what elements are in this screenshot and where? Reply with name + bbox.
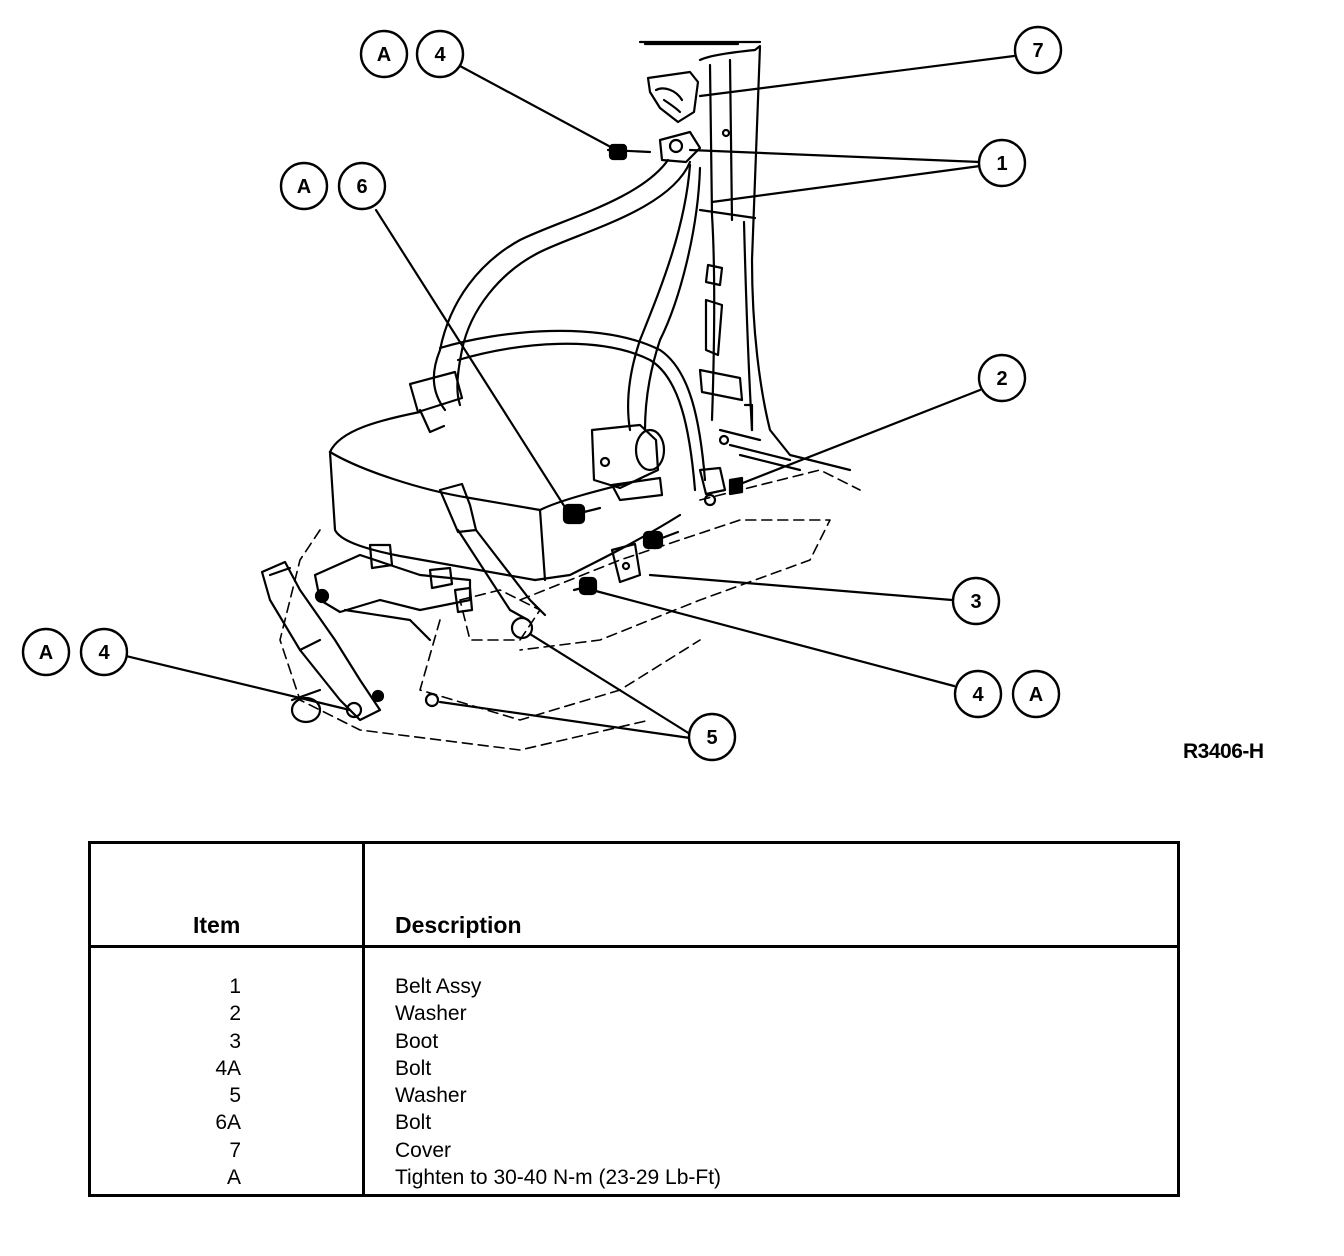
item-cell: 7 [229,1138,241,1162]
description-cell: Bolt [395,1111,432,1135]
callout-5: 5 [687,712,737,762]
pillar-drawing [638,40,852,472]
description-cell: Washer [395,1084,467,1108]
svg-text:4: 4 [98,642,110,664]
svg-text:A: A [1029,684,1043,706]
svg-text:3: 3 [970,591,981,613]
callout-A-mid: A [279,161,329,211]
item-cell: 4A [215,1056,241,1080]
item-cell: 1 [229,975,241,998]
item-cell: 3 [229,1029,241,1053]
table-row: A Tighten to 30-40 N-m (23-29 Lb-Ft) [91,1164,1177,1191]
lower-belt [424,482,547,708]
svg-text:7: 7 [1032,40,1043,62]
svg-text:1: 1 [996,153,1007,175]
buckle-anchor [260,543,474,724]
description-cell: Boot [395,1029,439,1053]
item-cell: 6A [215,1111,241,1135]
svg-text:A: A [377,44,391,66]
description-cell: Tighten to 30-40 N-m (23-29 Lb-Ft) [395,1166,722,1190]
belt-webbing [408,158,707,492]
table-row: 4A Bolt [91,1055,1177,1082]
table-row: 6A Bolt [91,1109,1177,1136]
callout-1: 1 [977,138,1027,188]
svg-text:2: 2 [996,368,1007,390]
description-cell: Bolt [395,1056,432,1080]
item-cell: A [226,1166,241,1190]
leader-lines [124,54,1016,740]
table-row: 2 Washer [91,1000,1177,1027]
seat-belt-assembly-diagram: A 4 7 1 A 6 2 3 [21,25,1063,762]
svg-text:A: A [39,642,53,664]
svg-text:6: 6 [356,176,367,198]
svg-text:A: A [297,176,311,198]
table-row: 1 Belt Assy [91,973,1177,1000]
table-rows: 1 Belt Assy 2 Washer 3 Boot 4A Bolt 5 Wa… [91,973,1177,1191]
callout-A-right: A [1011,669,1061,719]
callout-2: 2 [977,353,1027,403]
description-cell: Cover [395,1138,452,1162]
figure-code: R3406-H [1183,740,1264,763]
svg-text:4: 4 [434,44,446,66]
callout-4-left: 4 [79,627,129,677]
header-rule [91,945,1177,948]
item-cell: 5 [229,1084,241,1108]
table-row: 7 Cover [91,1137,1177,1164]
callout-4-right: 4 [953,669,1003,719]
upper-anchor-cover [606,70,702,164]
callout-3: 3 [951,576,1001,626]
table-row: 3 Boot [91,1028,1177,1055]
header-description: Description [395,912,522,938]
header-item: Item [193,912,241,938]
callout-6: 6 [337,161,387,211]
table-row: 5 Washer [91,1082,1177,1109]
callouts: A 4 7 1 A 6 2 3 [21,25,1063,762]
svg-text:4: 4 [972,684,984,706]
parts-table: Item Description 1 Belt Assy 2 Washer 3 … [88,841,1180,1197]
description-cell: Washer [395,1002,467,1026]
callout-A-top: A [359,29,409,79]
callout-4-top: 4 [415,29,465,79]
retractor-assembly [590,423,744,507]
description-cell: Belt Assy [395,975,482,998]
column-divider [362,844,365,1194]
callout-A-left: A [21,627,71,677]
seat-cushion [328,410,682,582]
item-cell: 2 [229,1002,241,1026]
callout-7: 7 [1013,25,1063,75]
svg-text:5: 5 [706,727,717,749]
